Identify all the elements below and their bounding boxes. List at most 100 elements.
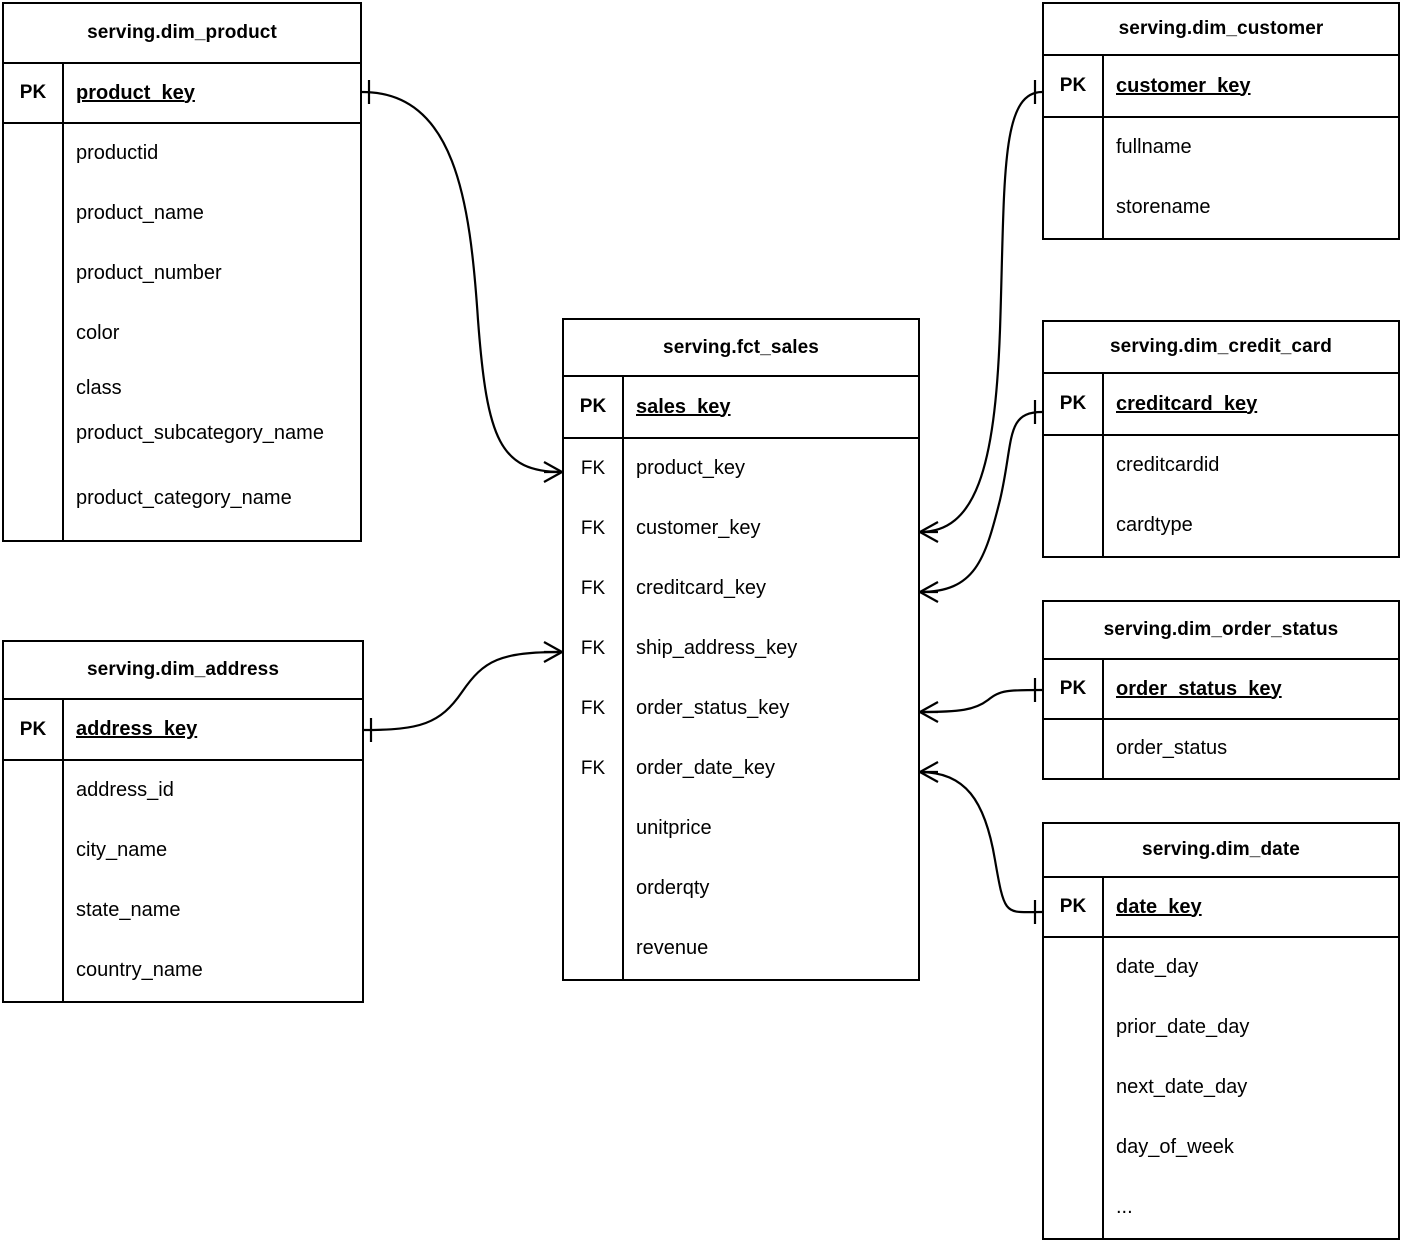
field-country-name: country_name — [76, 959, 203, 982]
entity-title-fct-sales: serving.fct_sales — [564, 320, 918, 377]
pk-badge-fct-sales: PK — [564, 377, 624, 437]
fk-badge-order-date-key: FK — [580, 758, 606, 779]
field-prior-date-day: prior_date_day — [1116, 1016, 1250, 1039]
crowfoot-order-status-upper — [919, 701, 939, 713]
entity-title-dim-product: serving.dim_product — [4, 4, 360, 64]
fields-dim-order-status: order_status — [1104, 720, 1398, 778]
relationship-line-customer — [919, 90, 1043, 534]
gutter-dim-date — [1044, 938, 1104, 1238]
entity-dim-order-status[interactable]: serving.dim_order_status PK order_status… — [1042, 600, 1400, 780]
pk-field-dim-address: address_key — [76, 718, 198, 740]
relationship-address — [363, 641, 563, 742]
pk-row-dim-product: PK product_key — [4, 64, 360, 124]
pk-row-dim-credit-card: PK creditcard_key — [1044, 374, 1398, 436]
field-fk-customer-key: customer_key — [636, 517, 761, 540]
measure-badge-unitprice — [564, 799, 622, 859]
relationship-order-status — [919, 678, 1043, 723]
pk-field-dim-order-status: order_status_key — [1116, 677, 1282, 700]
entity-title-dim-date: serving.dim_date — [1044, 824, 1398, 878]
entity-dim-date[interactable]: serving.dim_date PK date_key date_day pr… — [1042, 822, 1400, 1240]
field-product-category-name: product_category_name — [76, 487, 292, 510]
field-unitprice: unitprice — [636, 817, 712, 840]
fields-dim-customer: fullname storename — [1104, 118, 1398, 238]
field-fk-ship-address-key: ship_address_key — [636, 637, 798, 660]
gutter-dim-customer — [1044, 118, 1104, 238]
relationship-line-address — [363, 650, 563, 732]
field-product-subcategory-name: product_subcategory_name — [76, 422, 324, 444]
body-dim-credit-card: creditcardid cardtype — [1044, 436, 1398, 556]
measure-badge-revenue — [564, 919, 622, 979]
entity-dim-product[interactable]: serving.dim_product PK product_key produ… — [2, 2, 362, 542]
body-dim-date: date_day prior_date_day next_date_day da… — [1044, 938, 1398, 1238]
field-state-name: state_name — [76, 899, 181, 922]
relationship-date — [919, 761, 1043, 924]
field-fk-product-key: product_key — [636, 457, 745, 480]
pk-badge-dim-order-status: PK — [1044, 660, 1104, 718]
relationship-customer — [919, 80, 1043, 543]
pk-field-dim-credit-card: creditcard_key — [1116, 392, 1258, 415]
field-fk-order-status-key: order_status_key — [636, 697, 790, 720]
field-revenue: revenue — [636, 937, 709, 960]
gutter-dim-order-status — [1044, 720, 1104, 778]
pk-field-dim-date: date_key — [1116, 895, 1202, 918]
entity-dim-customer[interactable]: serving.dim_customer PK customer_key ful… — [1042, 2, 1400, 240]
fk-badge-customer-key: FK — [580, 518, 606, 539]
fields-dim-date: date_day prior_date_day next_date_day da… — [1104, 938, 1398, 1238]
field-next-date-day: next_date_day — [1116, 1076, 1248, 1099]
relationship-line-order-status — [919, 688, 1043, 714]
field-order-status: order_status — [1116, 737, 1228, 760]
relationship-credit-card — [919, 400, 1043, 603]
pk-badge-dim-address: PK — [4, 700, 64, 759]
crowfoot-date-upper — [919, 761, 939, 773]
crowfoot-order-status-lower — [919, 711, 939, 723]
pk-field-fct-sales: sales_key — [636, 395, 731, 418]
field-day-of-week: day_of_week — [1116, 1136, 1234, 1159]
crowfoot-date-lower — [919, 771, 939, 783]
crowfoot-address-upper — [543, 641, 563, 653]
pk-row-dim-customer: PK customer_key — [1044, 56, 1398, 118]
body-dim-address: address_id city_name state_name country_… — [4, 761, 362, 1001]
body-dim-order-status: order_status — [1044, 720, 1398, 778]
crowfoot-product-upper — [543, 461, 563, 473]
crowfoot-credit-card-upper — [919, 581, 939, 593]
pk-field-dim-customer: customer_key — [1116, 74, 1251, 97]
fields-fct-sales: product_key customer_key creditcard_key … — [624, 439, 918, 979]
entity-title-dim-address: serving.dim_address — [4, 642, 362, 700]
pk-badge-dim-customer: PK — [1044, 56, 1104, 116]
relationship-line-product — [361, 90, 563, 474]
field-ellipsis: ... — [1116, 1196, 1133, 1219]
gutter-fct-sales: FK FK FK FK FK FK — [564, 439, 624, 979]
field-creditcardid: creditcardid — [1116, 454, 1220, 477]
field-productid: productid — [76, 142, 159, 165]
crowfoot-customer-upper — [919, 521, 939, 533]
field-color: color — [76, 322, 120, 345]
field-cardtype: cardtype — [1116, 514, 1193, 537]
fk-badge-creditcard-key: FK — [580, 578, 606, 599]
crowfoot-product-lower — [543, 471, 563, 483]
relationship-line-date — [919, 770, 1043, 914]
field-product-number: product_number — [76, 262, 222, 285]
entity-fct-sales[interactable]: serving.fct_sales PK sales_key FK FK FK … — [562, 318, 920, 981]
fk-badge-ship-address-key: FK — [580, 638, 606, 659]
field-orderqty: orderqty — [636, 877, 710, 900]
pk-field-dim-product: product_key — [76, 81, 195, 104]
body-dim-product: productid product_name product_number co… — [4, 124, 360, 540]
field-class: class — [76, 377, 122, 400]
pk-row-dim-order-status: PK order_status_key — [1044, 660, 1398, 720]
entity-title-dim-credit-card: serving.dim_credit_card — [1044, 322, 1398, 374]
entity-dim-credit-card[interactable]: serving.dim_credit_card PK creditcard_ke… — [1042, 320, 1400, 558]
gutter-dim-address — [4, 761, 64, 1001]
entity-dim-address[interactable]: serving.dim_address PK address_key addre… — [2, 640, 364, 1003]
fields-dim-address: address_id city_name state_name country_… — [64, 761, 362, 1001]
entity-title-dim-customer: serving.dim_customer — [1044, 4, 1398, 56]
crowfoot-credit-card-lower — [919, 591, 939, 603]
field-fk-order-date-key: order_date_key — [636, 757, 775, 780]
pk-row-fct-sales: PK sales_key — [564, 377, 918, 439]
pk-badge-dim-product: PK — [4, 64, 64, 122]
relationship-product — [361, 80, 563, 483]
field-fullname: fullname — [1116, 136, 1192, 159]
pk-row-dim-address: PK address_key — [4, 700, 362, 761]
field-date-day: date_day — [1116, 956, 1199, 979]
entity-title-dim-order-status: serving.dim_order_status — [1044, 602, 1398, 660]
